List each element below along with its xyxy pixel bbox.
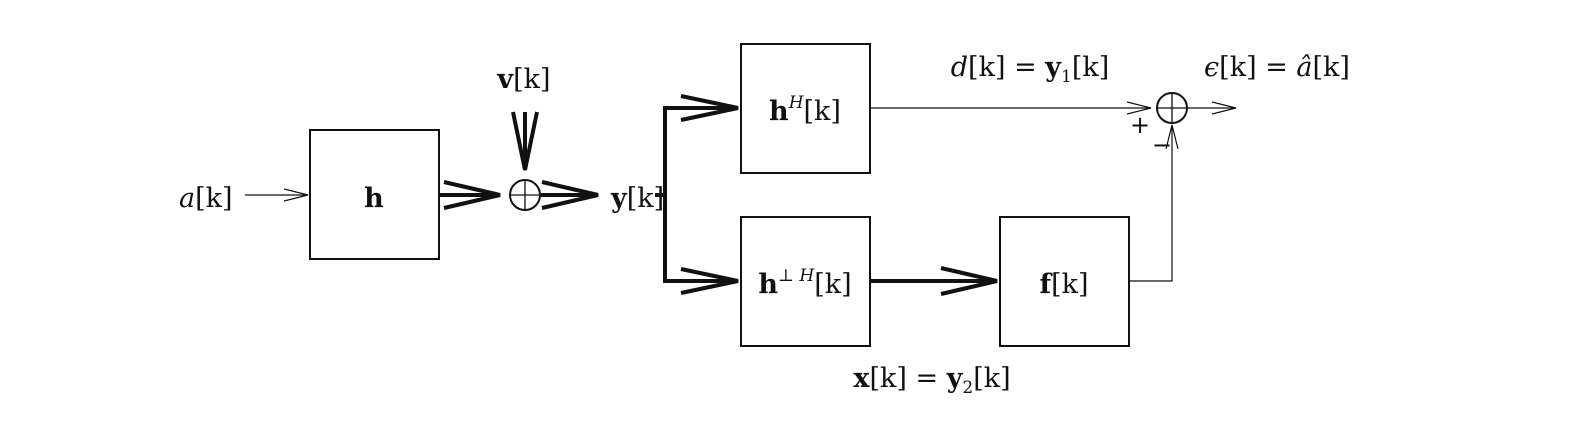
sum-minus-sign: −: [1152, 131, 1172, 159]
block-hH-label: hH[k]: [769, 93, 841, 127]
summing-junction-noise: [509, 179, 541, 211]
vector-arrow-sum-to-y: [541, 180, 599, 210]
block-f-label: f[k]: [1039, 269, 1088, 300]
summing-junction-output: [1156, 92, 1188, 124]
block-h-label: h: [364, 183, 384, 214]
block-h: [309, 129, 440, 260]
arrow-f-to-sum: [1130, 125, 1172, 282]
input-signal-label: a[k]: [179, 183, 233, 214]
received-signal-label: y[k]: [610, 183, 664, 214]
vector-arrow-hperp-to-f: [871, 266, 998, 296]
vector-arrow-v-to-sum: [511, 111, 539, 171]
block-hH: [740, 43, 871, 174]
noise-label: v[k]: [496, 64, 550, 95]
sum-plus-sign: +: [1130, 111, 1150, 139]
error-signal-label: ϵ[k] = â[k]: [1204, 52, 1350, 83]
vector-split-y: [655, 94, 739, 295]
desired-signal-label: d[k] = y1[k]: [951, 52, 1110, 87]
vector-arrow-h-to-sum: [440, 180, 501, 210]
blocked-signal-label: x[k] = y2[k]: [853, 363, 1010, 398]
block-f: [999, 216, 1130, 347]
block-hperp-label: h⊥ H[k]: [758, 266, 851, 300]
block-hperp: [740, 216, 871, 347]
